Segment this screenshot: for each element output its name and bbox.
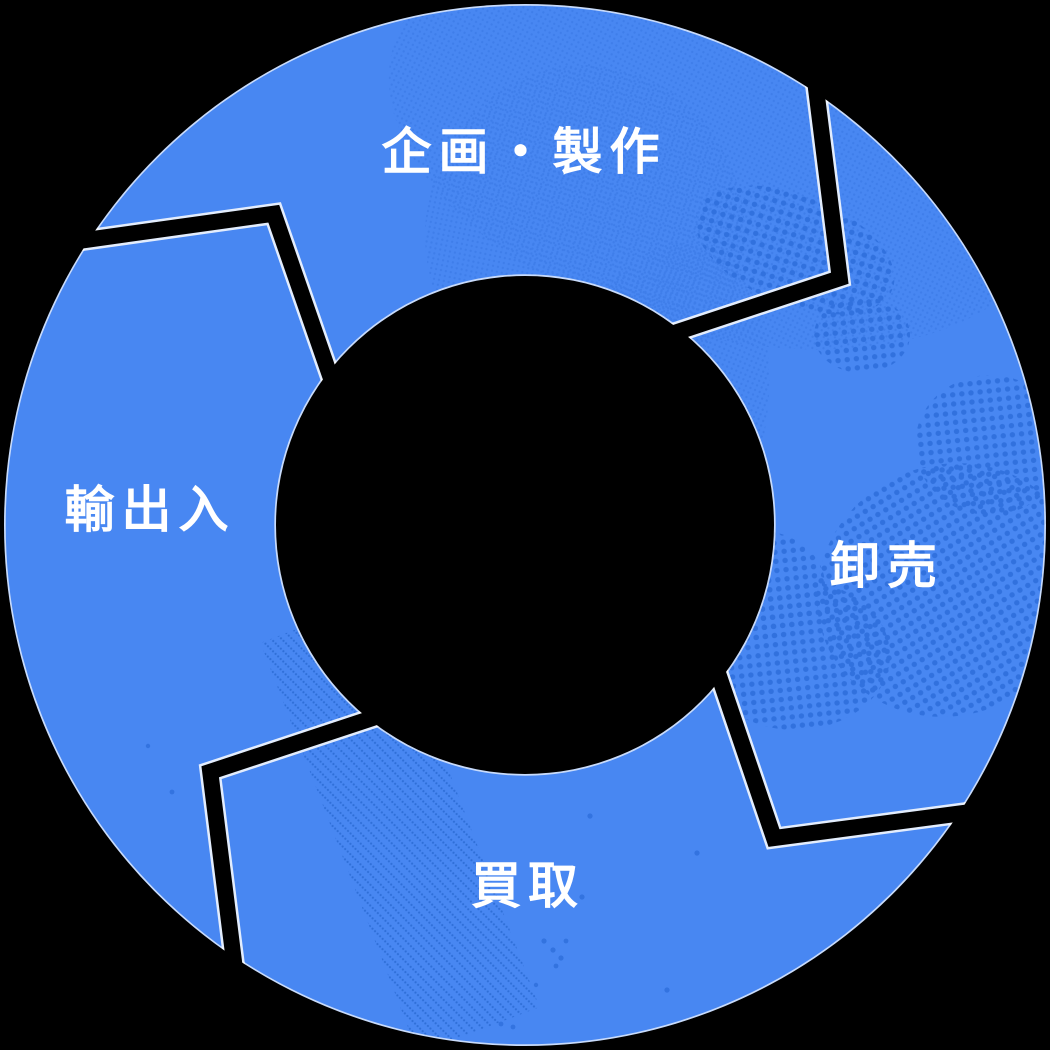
gap-edge-highlights [52, 56, 996, 994]
outer-rim-highlight [3, 3, 1047, 1047]
segment-label-wholesale: 卸売 [830, 538, 944, 594]
map-texture-fine [388, 0, 1050, 598]
segment-label-purchase: 買取 [471, 858, 585, 914]
segment-label-planning-production: 企画・製作 [381, 124, 667, 180]
segment-label-import-export: 輸出入 [64, 482, 236, 538]
inner-rim-highlight [274, 274, 776, 776]
map-specks [145, 743, 700, 1030]
map-texture-rows [260, 596, 540, 1050]
